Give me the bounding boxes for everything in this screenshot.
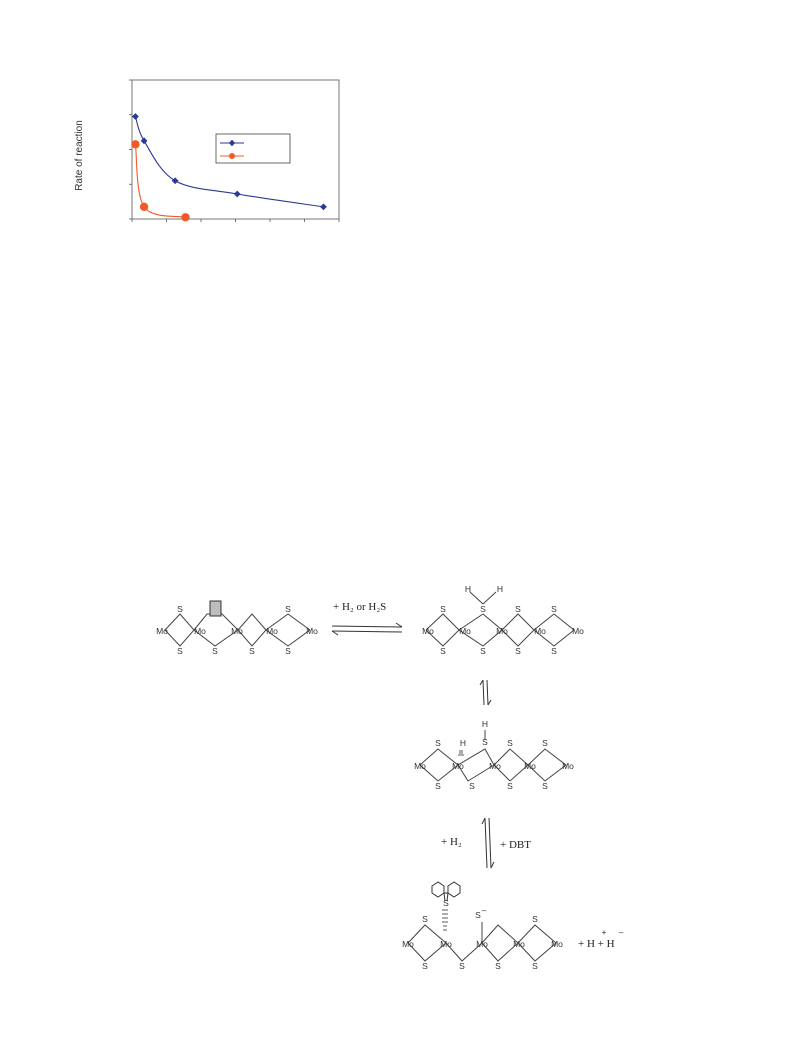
hashed-bond-dbt [442, 909, 448, 931]
atom-s: S [475, 910, 481, 920]
structure-3-labels: H S H S S S Mo Mo Mo Mo Mo S S S S [414, 719, 574, 791]
atom-s: S [551, 646, 557, 656]
atom-s: S [507, 738, 513, 748]
structure-4-bonds [407, 922, 557, 962]
atom-s: S [482, 737, 488, 747]
series-group [131, 113, 327, 222]
dibenzothiophene-icon [431, 881, 461, 902]
atom-s: S [440, 646, 446, 656]
series-1-point [171, 177, 179, 185]
equilibrium-arrow-1 [331, 622, 403, 636]
atom-mo: Mo [422, 626, 434, 636]
atom-mo: Mo [476, 939, 488, 949]
atom-s: S [515, 646, 521, 656]
series-1-point [132, 113, 139, 120]
atom-s: S [177, 646, 183, 656]
atom-s: S [422, 961, 428, 971]
atom-s: S [212, 646, 218, 656]
legend-marker-series-1 [228, 139, 236, 147]
reaction-scheme: S S Mo Mo Mo Mo Mo S S S S + H₂ or H₂S H… [156, 584, 624, 971]
atom-s: S [435, 738, 441, 748]
atom-s: S [515, 604, 521, 614]
hashed-wedge-mo-h [458, 750, 464, 756]
series-2-point [181, 213, 190, 222]
atom-mo: Mo [266, 626, 278, 636]
equilibrium-arrow-3 [481, 817, 495, 869]
atom-mo: Mo [156, 626, 168, 636]
atom-mo: Mo [402, 939, 414, 949]
atom-s: S [459, 961, 465, 971]
atom-mo: Mo [459, 626, 471, 636]
legend-marker-series-2 [229, 153, 235, 159]
equilibrium-arrow-2 [479, 679, 492, 706]
atom-s: S [532, 914, 538, 924]
atom-s: S [495, 961, 501, 971]
atom-mo: Mo [513, 939, 525, 949]
legend-box [215, 133, 291, 164]
series-1-line [134, 116, 324, 208]
atom-s: S [532, 961, 538, 971]
atom-s: S [249, 646, 255, 656]
atom-s: S [285, 604, 291, 614]
atom-s: S [542, 781, 548, 791]
atom-mo: Mo [524, 761, 536, 771]
structure-3-bonds [419, 730, 567, 782]
series-2-point [131, 140, 140, 149]
structure-1-labels: S S Mo Mo Mo Mo Mo S S S S [156, 604, 318, 656]
atom-h: H [465, 584, 471, 594]
atom-mo: Mo [551, 939, 563, 949]
atom-s: S [480, 604, 486, 614]
atom-mo: Mo [306, 626, 318, 636]
atom-s: S [443, 898, 449, 908]
series-2-point [139, 202, 149, 212]
atom-mo: Mo [414, 761, 426, 771]
rate-chart [129, 79, 340, 222]
axis-ticks [129, 79, 340, 222]
atom-h: H [497, 584, 503, 594]
legend [215, 133, 291, 164]
reagent-h2: + H₂ [441, 836, 462, 848]
atom-s: S [422, 914, 428, 924]
atom-mo: Mo [496, 626, 508, 636]
structure-4-labels: S S – S S Mo Mo Mo Mo Mo S S S S + H + H… [402, 898, 624, 971]
atom-s: S [542, 738, 548, 748]
atom-s: S [480, 646, 486, 656]
reagent-dbt: + DBT [500, 839, 531, 851]
atom-mo: Mo [562, 761, 574, 771]
atom-s: S [469, 781, 475, 791]
atom-s: S [440, 604, 446, 614]
series-1-point [233, 190, 241, 198]
atom-mo: Mo [534, 626, 546, 636]
atom-mo: Mo [440, 939, 452, 949]
structure-2-bonds [425, 591, 575, 647]
products-text: + H + H [578, 938, 615, 950]
series-1-point [320, 203, 327, 211]
atom-s: S [551, 604, 557, 614]
structure-2-labels: H H S S S S Mo Mo Mo Mo Mo S S S S [422, 584, 584, 656]
atom-mo: Mo [489, 761, 501, 771]
series-1-point [140, 137, 148, 145]
atom-mo: Mo [572, 626, 584, 636]
charge-plus: + [602, 927, 607, 937]
atom-h: H [482, 719, 488, 729]
sulfur-vacancy-site [209, 600, 222, 617]
atom-mo: Mo [231, 626, 243, 636]
atom-s: S [507, 781, 513, 791]
atom-s: S [285, 646, 291, 656]
reagent-h2-or-h2s: + H₂ or H₂S [333, 601, 386, 613]
atom-h: H [460, 738, 466, 748]
atom-mo: Mo [452, 761, 464, 771]
atom-s: S [177, 604, 183, 614]
atom-mo: Mo [194, 626, 206, 636]
atom-s: S [435, 781, 441, 791]
charge-minus: – [482, 905, 487, 915]
charge-minus: – [619, 927, 624, 937]
